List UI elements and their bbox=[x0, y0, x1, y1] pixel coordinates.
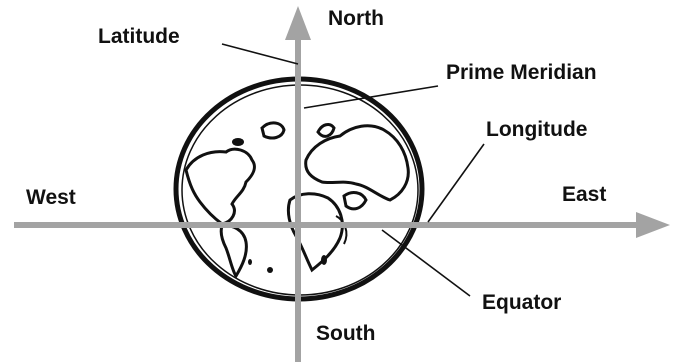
east-label: East bbox=[562, 184, 606, 205]
continent-north-america bbox=[186, 149, 254, 224]
arabia bbox=[344, 193, 366, 209]
prime-meridian-label: Prime Meridian bbox=[446, 62, 597, 83]
island-2 bbox=[321, 255, 327, 265]
south-label: South bbox=[316, 323, 375, 344]
greenland bbox=[262, 123, 284, 138]
north-label: North bbox=[328, 8, 384, 29]
prime-meridian-leader bbox=[304, 86, 438, 108]
latitude-leader bbox=[222, 44, 298, 64]
latitude-label: Latitude bbox=[98, 26, 180, 47]
continent-south-america bbox=[221, 226, 246, 276]
west-label: West bbox=[26, 187, 76, 208]
continent-eurasia bbox=[306, 126, 409, 200]
island-3 bbox=[267, 267, 273, 273]
equator-leader bbox=[382, 230, 470, 296]
longitude-label: Longitude bbox=[486, 119, 587, 140]
longitude-leader bbox=[428, 144, 484, 222]
island-4 bbox=[248, 259, 252, 265]
north-arrowhead bbox=[285, 6, 311, 40]
island-1 bbox=[232, 138, 244, 146]
equator-label: Equator bbox=[482, 292, 561, 313]
scandinavia bbox=[318, 125, 334, 137]
east-arrowhead bbox=[636, 212, 670, 238]
